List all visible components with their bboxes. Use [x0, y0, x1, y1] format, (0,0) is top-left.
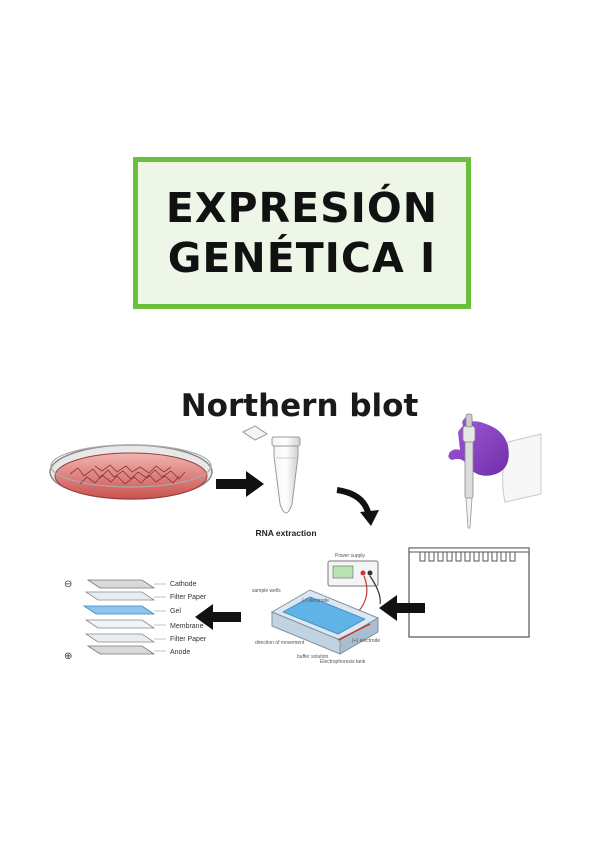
- title-line-2: GENÉTICA I: [167, 234, 437, 282]
- sample-wells-label: sample wells: [252, 588, 281, 594]
- red-wire: [357, 575, 368, 613]
- black-wire: [369, 575, 381, 605]
- electrophoresis-tank-icon: [270, 589, 380, 655]
- pipette-hand-icon: [448, 413, 542, 529]
- petri-dish-icon: [49, 444, 213, 500]
- diagram-heading: Northern blot: [180, 388, 419, 424]
- gel-plate-icon: [408, 547, 530, 638]
- buffer-label: buffer solution: [297, 654, 329, 660]
- rna-extraction-label: RNA extraction: [255, 528, 316, 538]
- power-supply-icon: [327, 560, 379, 587]
- arrow-left-icon: [195, 604, 241, 630]
- transfer-stack-icon: [82, 579, 166, 655]
- title-box: EXPRESIÓN GENÉTICA I: [133, 157, 471, 309]
- neg-electrode-label: (-) electrode: [302, 598, 329, 604]
- minus-sign-icon: ⊖: [64, 579, 72, 590]
- stack-label-cathode: Cathode: [170, 581, 197, 588]
- stack-label-membrane: Membrane: [170, 623, 204, 630]
- curved-arrow-icon: [336, 487, 379, 526]
- tank-label: Electrophoresis tank: [320, 659, 366, 665]
- arrow-right-icon: [216, 471, 264, 497]
- stack-label-filter-paper-top: Filter Paper: [170, 594, 207, 601]
- plus-sign-icon: ⊕: [64, 651, 72, 662]
- power-supply-label: Power supply: [335, 553, 366, 559]
- stack-label-filter-paper-bottom: Filter Paper: [170, 636, 207, 643]
- stack-label-gel: Gel: [170, 608, 181, 615]
- pos-electrode-label: (+) electrode: [352, 638, 380, 644]
- arrow-left-icon: [379, 595, 425, 621]
- title-line-1: EXPRESIÓN: [165, 184, 439, 232]
- microcentrifuge-tube-icon: [242, 425, 301, 514]
- direction-label: direction of movement: [255, 640, 305, 646]
- stack-label-anode: Anode: [170, 649, 190, 656]
